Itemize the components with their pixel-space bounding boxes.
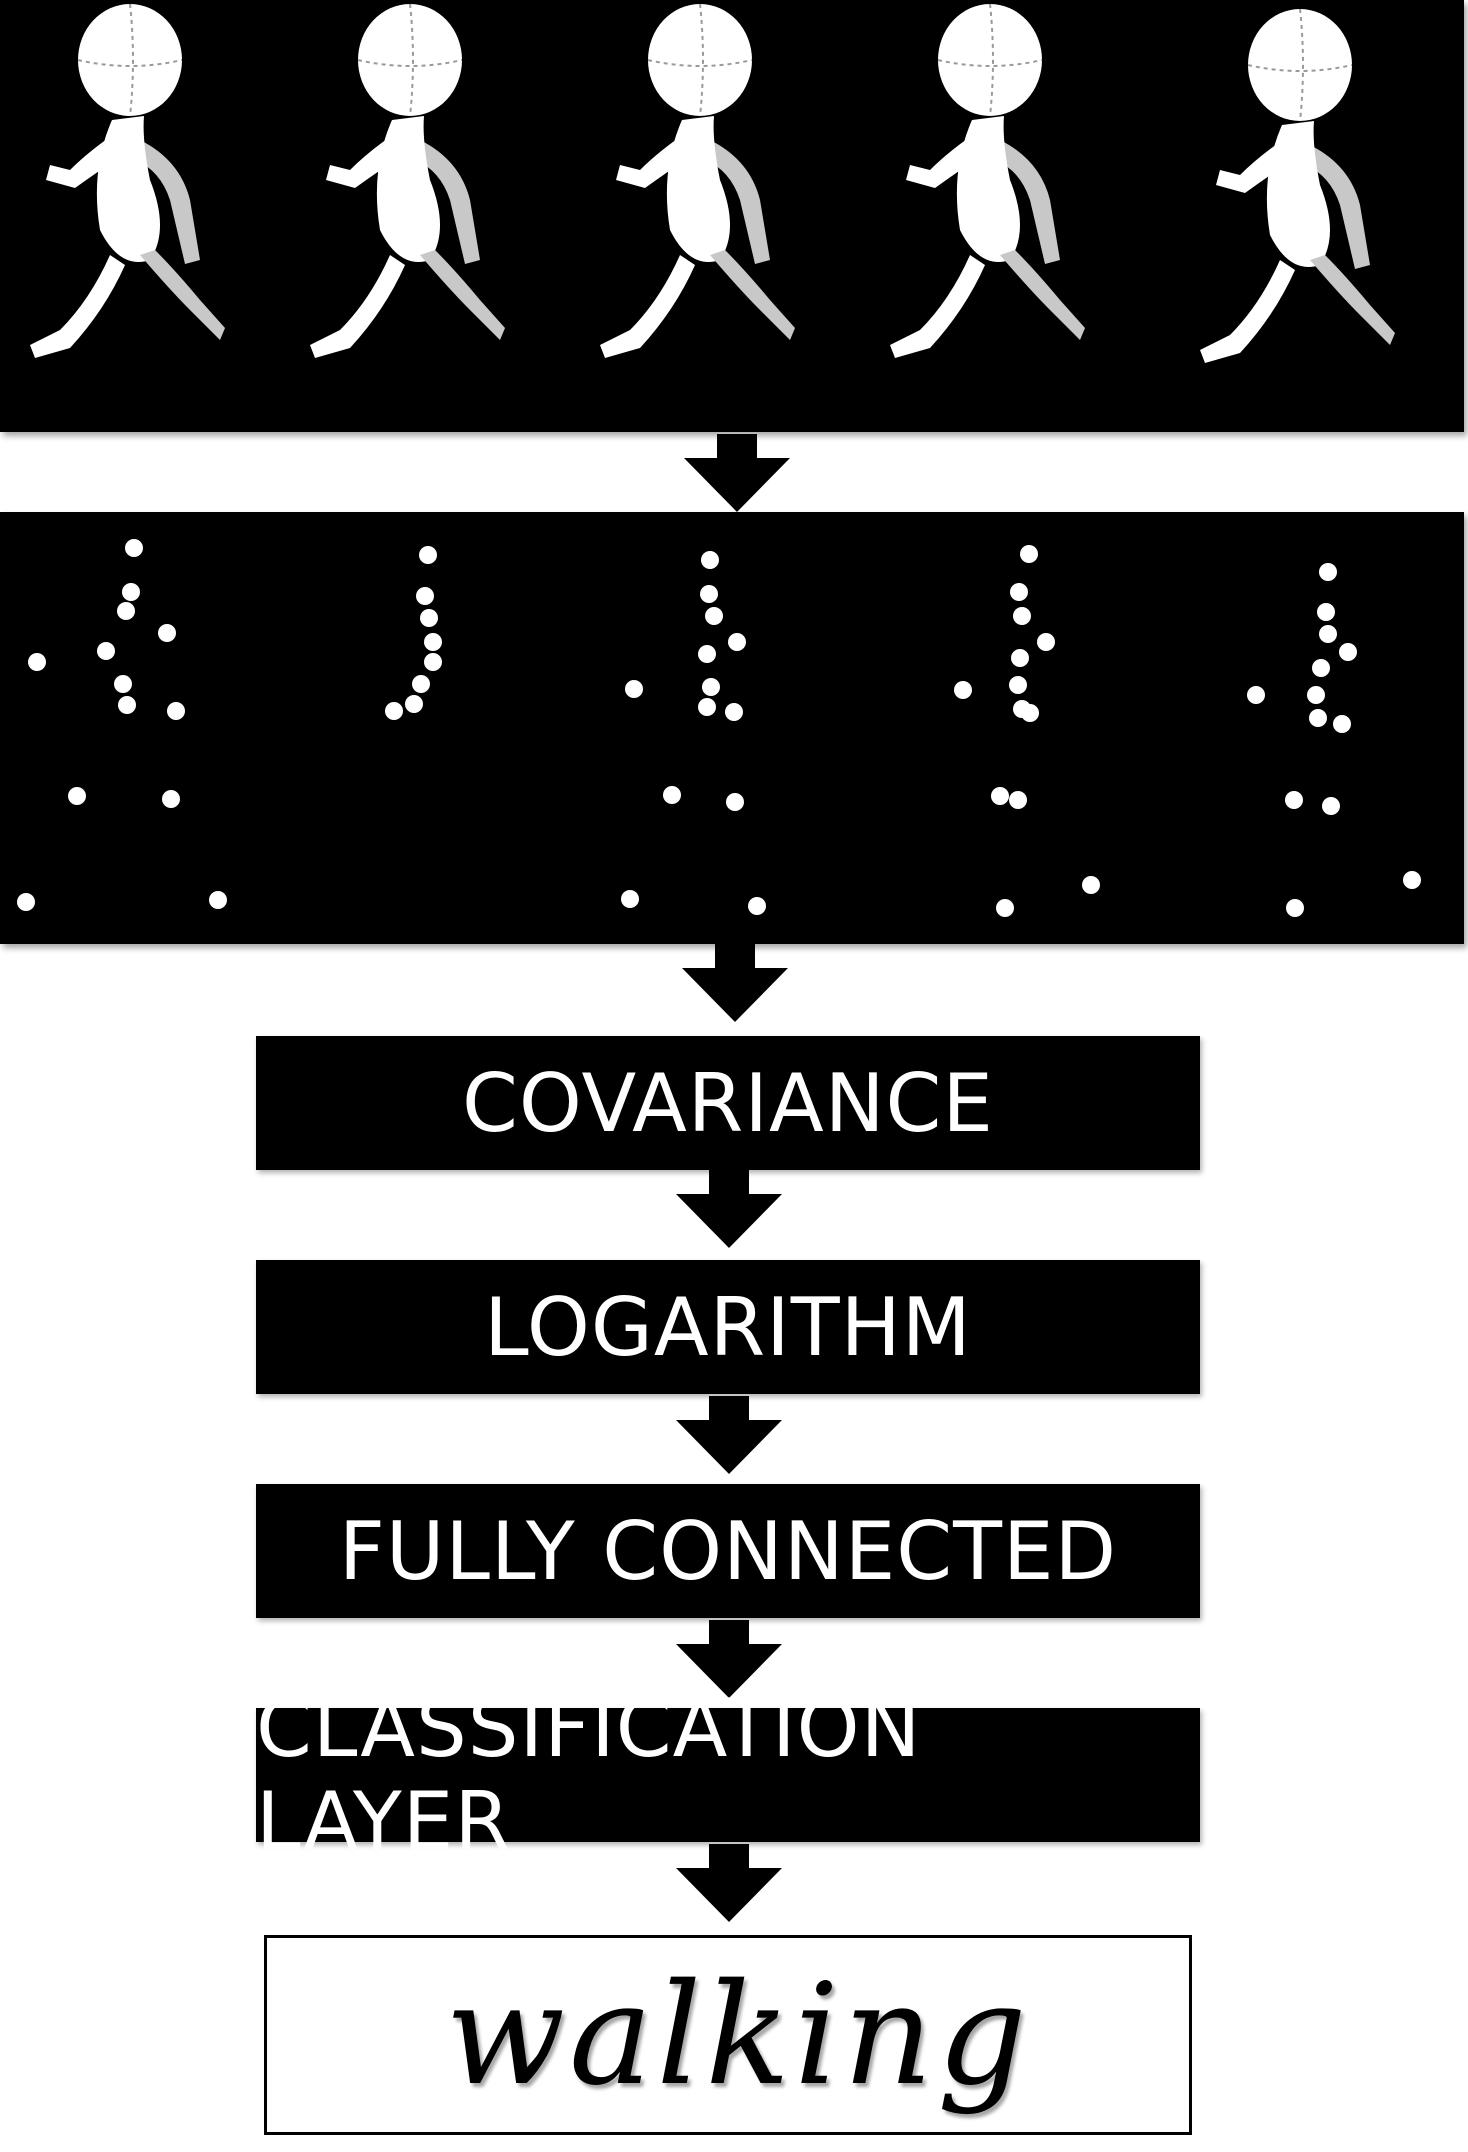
joint-dot-icon — [1011, 649, 1029, 667]
joint-dot-icon — [728, 633, 746, 651]
stage-label: COVARIANCE — [462, 1056, 994, 1150]
joint-dot-icon — [1317, 603, 1335, 621]
skeleton-points — [17, 539, 1421, 917]
joint-dot-icon — [1285, 791, 1303, 809]
walking-figure-icon — [29, 3, 226, 359]
joint-dot-icon — [405, 695, 423, 713]
joint-dot-icon — [698, 645, 716, 663]
walking-figure-icon — [1199, 8, 1396, 364]
joint-dot-icon — [1309, 709, 1327, 727]
joint-dot-icon — [701, 551, 719, 569]
joint-dot-icon — [702, 678, 720, 696]
joint-dot-icon — [1319, 563, 1337, 581]
joint-dot-icon — [996, 899, 1014, 917]
joint-dot-icon — [1013, 607, 1031, 625]
down-arrow-icon — [674, 1844, 784, 1924]
walking-figure-icon — [309, 3, 506, 359]
output-label: walking — [445, 1953, 1031, 2117]
joint-dot-icon — [209, 891, 227, 909]
joint-dot-icon — [705, 607, 723, 625]
stage-label: LOGARITHM — [484, 1280, 972, 1374]
joint-dot-icon — [1286, 899, 1304, 917]
down-arrow-icon — [674, 1170, 784, 1250]
walking-figure-icon — [889, 3, 1086, 359]
joint-dot-icon — [424, 653, 442, 671]
joint-dot-icon — [1010, 583, 1028, 601]
stage-label: FULLY CONNECTED — [338, 1504, 1118, 1598]
joint-dot-icon — [726, 793, 744, 811]
joint-dot-icon — [420, 609, 438, 627]
joint-dot-icon — [1312, 659, 1330, 677]
joint-dot-icon — [385, 702, 403, 720]
joint-dot-icon — [1009, 791, 1027, 809]
joint-dot-icon — [1009, 676, 1027, 694]
joint-dot-icon — [424, 633, 442, 651]
output-box: walking — [264, 1935, 1192, 2135]
joint-dot-icon — [991, 787, 1009, 805]
down-arrow-icon — [674, 1396, 784, 1476]
skeleton-points-panel — [0, 512, 1464, 944]
joint-dot-icon — [1339, 643, 1357, 661]
joint-dot-icon — [162, 790, 180, 808]
joint-dot-icon — [1403, 871, 1421, 889]
joint-dot-icon — [1037, 633, 1055, 651]
down-arrow-icon — [680, 944, 790, 1024]
joint-dot-icon — [698, 698, 716, 716]
down-arrow-icon — [682, 434, 792, 514]
joint-dot-icon — [28, 653, 46, 671]
joint-dot-icon — [954, 681, 972, 699]
joint-dot-icon — [412, 675, 430, 693]
stage-classification-layer: CLASSIFICATION LAYER — [256, 1682, 1200, 1868]
joint-dot-icon — [97, 642, 115, 660]
stage-fully-connected: FULLY CONNECTED — [256, 1484, 1200, 1618]
joint-dot-icon — [68, 787, 86, 805]
joint-dot-icon — [416, 587, 434, 605]
walking-frames — [29, 3, 1396, 364]
walking-figure-icon — [599, 3, 796, 359]
joint-dot-icon — [158, 624, 176, 642]
joint-dot-icon — [1082, 876, 1100, 894]
joint-dot-icon — [117, 602, 135, 620]
joint-dot-icon — [625, 680, 643, 698]
joint-dot-icon — [700, 585, 718, 603]
stage-label: CLASSIFICATION LAYER — [256, 1682, 922, 1868]
joint-dot-icon — [122, 583, 140, 601]
joint-dot-icon — [1319, 625, 1337, 643]
joint-dot-icon — [1307, 686, 1325, 704]
joint-dot-icon — [621, 890, 639, 908]
down-arrow-icon — [674, 1620, 784, 1700]
joint-dot-icon — [1020, 545, 1038, 563]
stage-covariance: COVARIANCE — [256, 1036, 1200, 1170]
joint-dot-icon — [1021, 704, 1039, 722]
joint-dot-icon — [114, 675, 132, 693]
joint-dot-icon — [125, 539, 143, 557]
joint-dot-icon — [1333, 715, 1351, 733]
walking-frames-panel — [0, 0, 1464, 432]
joint-dot-icon — [748, 897, 766, 915]
joint-dot-icon — [725, 703, 743, 721]
stage-logarithm: LOGARITHM — [256, 1260, 1200, 1394]
joint-dot-icon — [1322, 797, 1340, 815]
joint-dot-icon — [663, 786, 681, 804]
joint-dot-icon — [118, 696, 136, 714]
joint-dot-icon — [17, 893, 35, 911]
joint-dot-icon — [419, 546, 437, 564]
joint-dot-icon — [167, 702, 185, 720]
joint-dot-icon — [1247, 686, 1265, 704]
